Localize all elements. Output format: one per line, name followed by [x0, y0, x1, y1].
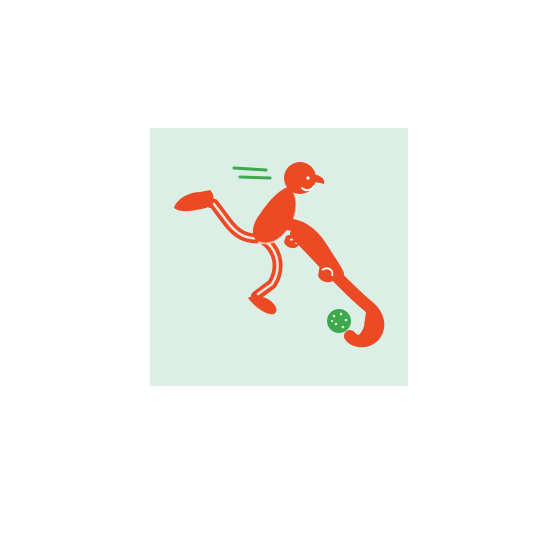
smile — [301, 185, 315, 192]
hand-lower-outline — [321, 267, 334, 277]
hand-lower — [318, 262, 337, 283]
cap-visor — [308, 174, 325, 184]
eye — [306, 176, 310, 180]
head — [284, 162, 316, 194]
field-hockey-player-icon — [150, 128, 408, 386]
hockey-ball — [327, 309, 351, 333]
speed-lines — [232, 166, 272, 180]
stick-blade — [350, 312, 382, 345]
torso-outline — [257, 185, 298, 245]
front-shoe — [248, 295, 277, 315]
illustration-panel — [150, 128, 408, 386]
ball-dots — [330, 312, 348, 329]
back-shoe — [174, 190, 214, 212]
